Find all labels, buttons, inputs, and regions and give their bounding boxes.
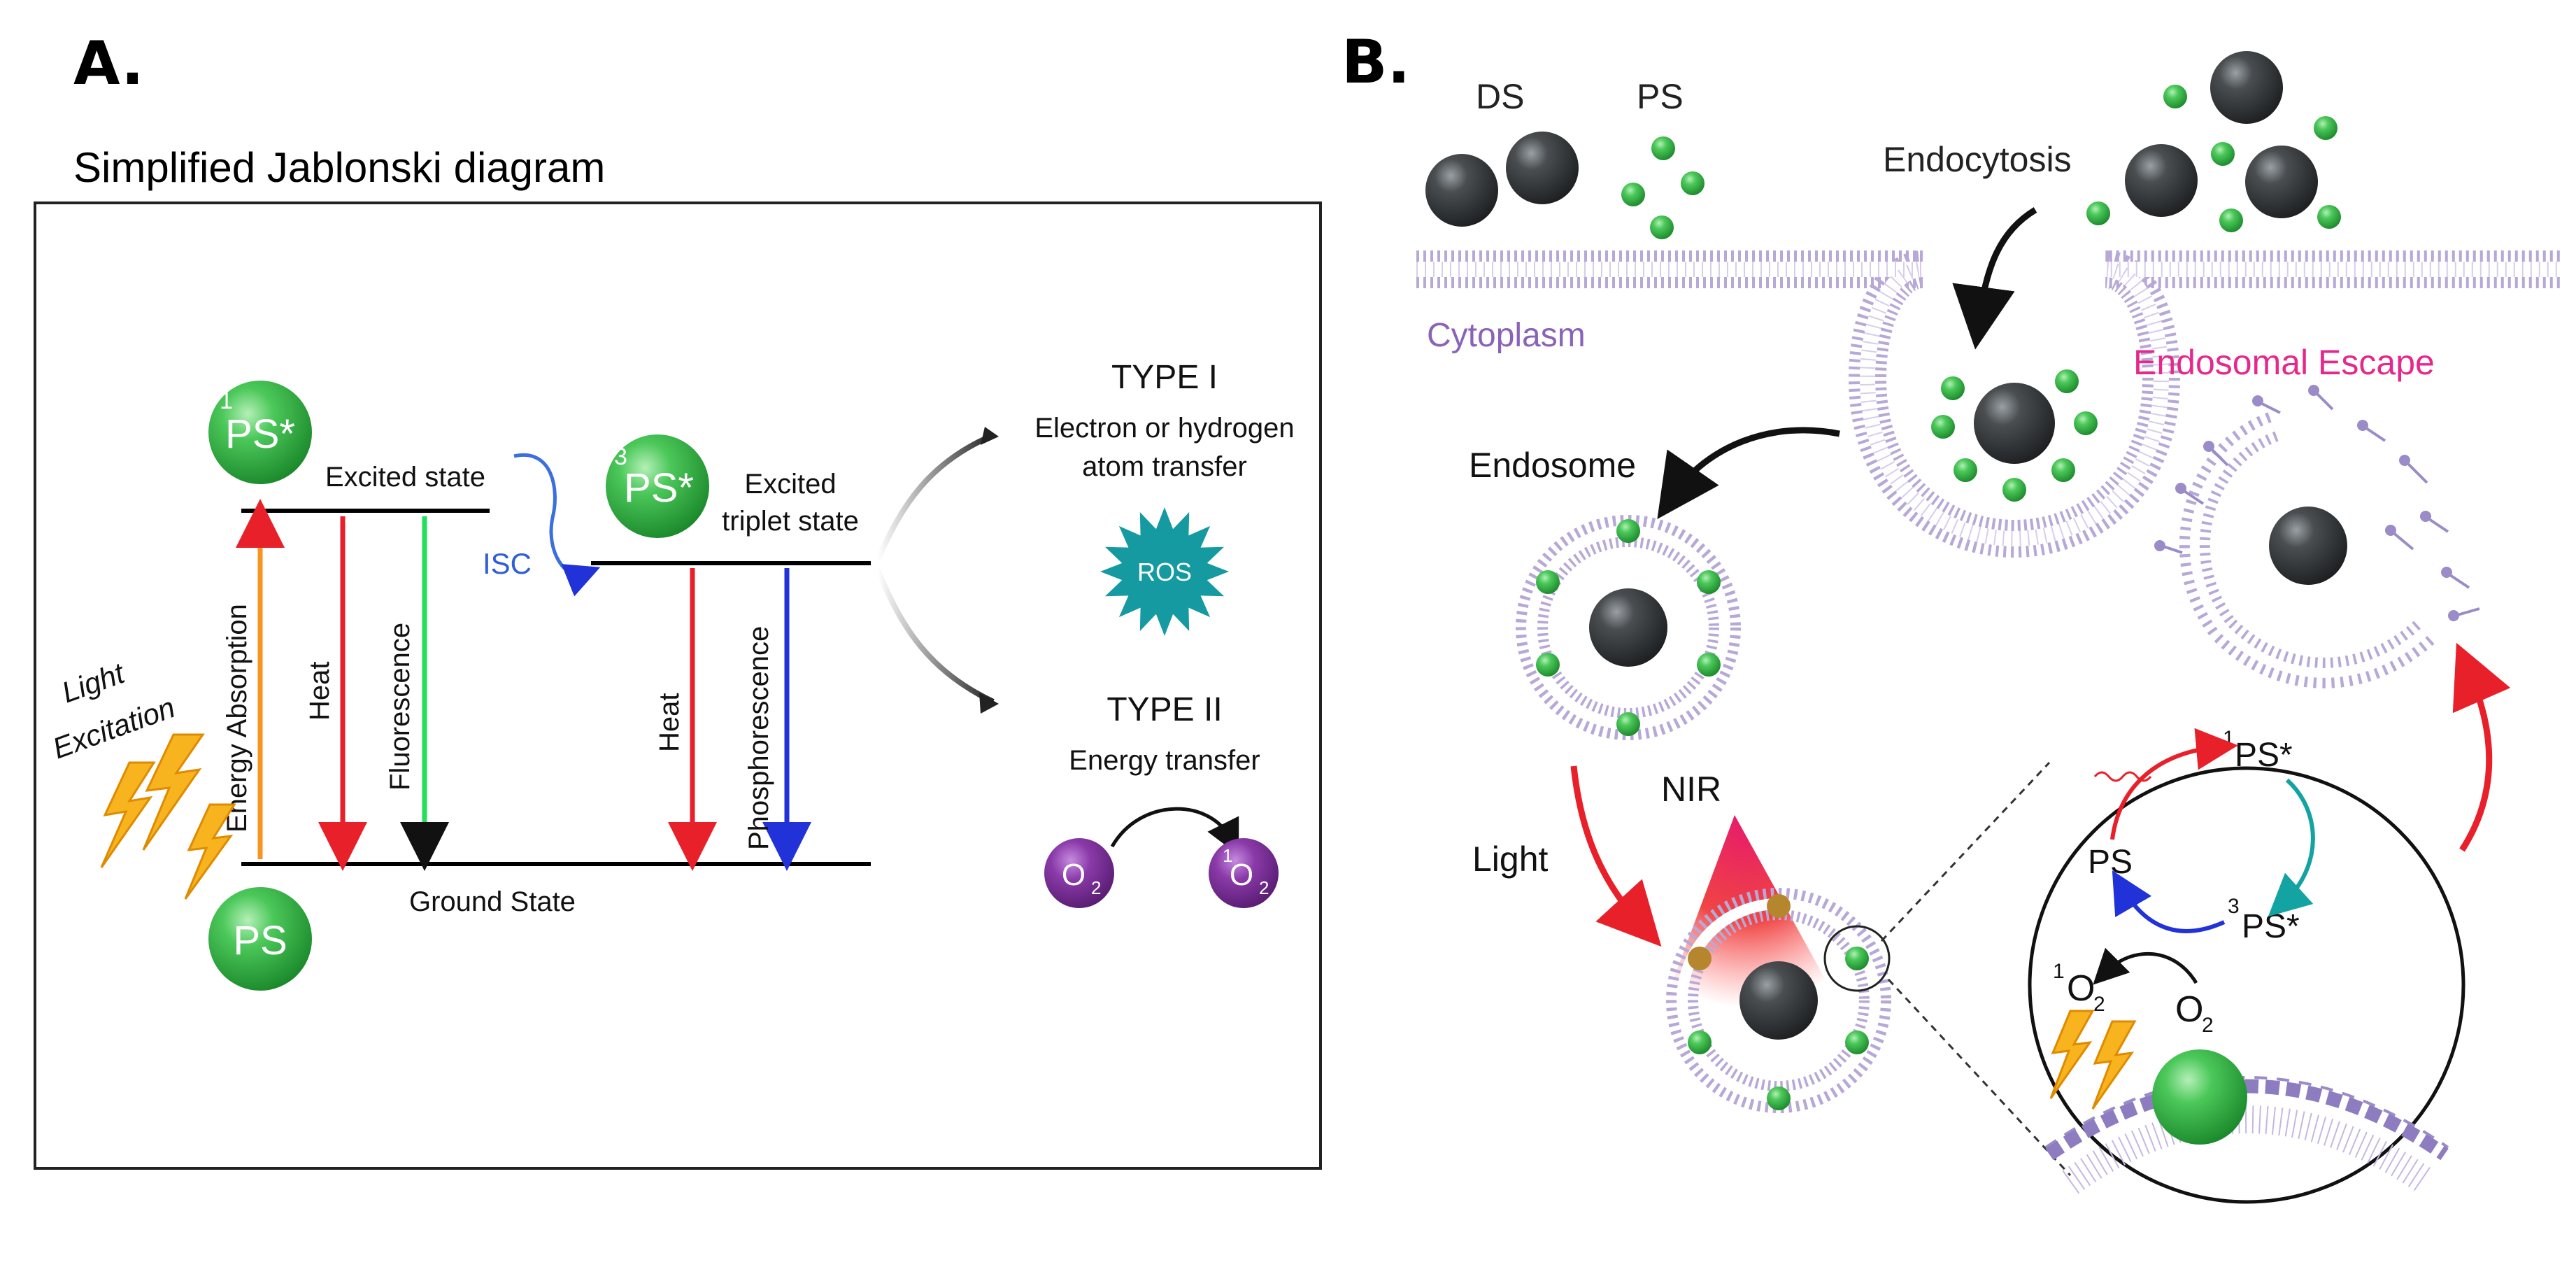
triplet-o2: O <box>2175 989 2203 1030</box>
type1-desc-line1: Electron or hydrogen <box>1034 413 1294 444</box>
lipid-fragments <box>2154 385 2480 621</box>
type2-title: TYPE II <box>1106 691 1222 728</box>
panel-b: B. DS PS Endocytosis <box>1342 27 2560 1204</box>
phosphorescence-label: Phosphorescence <box>743 626 774 850</box>
o2-cycle-arrow <box>2093 947 2198 985</box>
isc-cycle-arrow <box>2268 778 2315 917</box>
excited-triplet-line1: Excited <box>744 469 836 500</box>
ps-ground-sphere: PS <box>208 887 312 991</box>
endocytosis-label: Endocytosis <box>1883 140 2072 179</box>
ds-particles <box>1425 132 1579 227</box>
ros-label: ROS <box>1137 558 1192 586</box>
excited-triplet-line2: triplet state <box>722 506 859 537</box>
nir-label: NIR <box>1661 770 1721 809</box>
o2-triplet-sphere: O 2 <box>1044 838 1114 908</box>
panel-a-subtitle: Simplified Jablonski diagram <box>73 144 605 191</box>
o2-label-a2: O <box>1230 858 1253 892</box>
incoming-particles <box>2086 51 2341 232</box>
ground-state-label: Ground State <box>409 886 576 917</box>
ps-in-membrane <box>2152 1049 2247 1145</box>
cycle-ps-triplet: PS* <box>2242 908 2300 945</box>
internalizing-particle <box>1931 369 2098 502</box>
singlet-o2-sup: 1 <box>2053 960 2065 983</box>
cycle-sup3: 3 <box>2228 895 2240 918</box>
ps-label: PS <box>1637 77 1684 116</box>
cycle-ps: PS <box>2088 844 2133 881</box>
isc-label: ISC <box>483 547 532 580</box>
excitation-cycle-arrow <box>2110 728 2238 840</box>
cycle-sup1: 1 <box>2223 727 2235 750</box>
singlet-o2-sub: 2 <box>2093 993 2105 1016</box>
o2-sub-a2: 2 <box>1259 877 1269 898</box>
type1-title: TYPE I <box>1111 359 1218 396</box>
zoom-line-top <box>1880 761 2051 942</box>
type1-branch-arrowhead <box>981 427 999 445</box>
photon-wave-icon <box>2093 771 2152 782</box>
jablonski-frame <box>34 201 1322 1170</box>
endocytosis-arrow <box>1952 207 2037 350</box>
endosome <box>1516 515 1741 740</box>
o2-singlet-sphere: 1 O 2 <box>1209 838 1279 908</box>
ruptured-endosome <box>2154 385 2480 688</box>
o2-sub-a: 2 <box>1091 877 1101 898</box>
triplet-o2-sub: 2 <box>2202 1014 2214 1037</box>
cell-membrane <box>1416 250 2560 558</box>
ps-triplet-sup: 3 <box>614 444 627 470</box>
light-label-line1: Light <box>57 656 130 709</box>
zoom-circle: PS 1 PS* 3 PS* 1 O 2 O 2 <box>2028 727 2465 1204</box>
ps-triplet-sphere: 3 PS* <box>606 434 709 538</box>
escape-arrow <box>2452 642 2511 852</box>
endosomal-escape-label: Endosomal Escape <box>2133 343 2435 382</box>
type2-branch-arrow <box>875 569 995 705</box>
panel-b-label: B. <box>1342 27 1410 97</box>
endosome-label: Endosome <box>1469 446 1636 485</box>
type1-desc-line2: atom transfer <box>1082 451 1247 482</box>
ps-singlet-sphere: 1 PS* <box>208 381 312 484</box>
zoom-lightning-icon <box>2049 1010 2137 1110</box>
fluorescence-label: Fluorescence <box>385 623 415 791</box>
ps-triplet-label: PS* <box>624 465 694 511</box>
panel-a-label: A. <box>73 29 144 99</box>
cycle-ps-singlet: PS* <box>2235 737 2293 774</box>
ps-particles <box>1621 136 1705 239</box>
heat-label-triplet: Heat <box>654 693 685 753</box>
zoom-line-bottom <box>1887 978 2072 1177</box>
excited-state-label: Excited state <box>325 462 485 493</box>
singlet-o2: O <box>2067 968 2095 1009</box>
ps-singlet-sup: 1 <box>220 388 233 414</box>
ps-singlet-label: PS* <box>225 411 295 457</box>
bilayer-heads-top <box>2044 1076 2449 1149</box>
ros-burst-icon: ROS <box>1100 507 1229 636</box>
o2-label-a: O <box>1062 858 1086 892</box>
o2-conversion-arrow <box>1110 807 1239 856</box>
light-label-b: Light <box>1472 840 1549 879</box>
type1-branch-arrow <box>875 432 995 561</box>
ds-label: DS <box>1476 77 1524 116</box>
to-endosome-arrow <box>1657 427 1840 519</box>
type2-desc: Energy transfer <box>1069 745 1260 776</box>
light-arrow <box>1570 765 1662 947</box>
type2-branch-arrowhead <box>979 693 999 714</box>
return-cycle-arrow <box>2112 870 2226 933</box>
lightning-icon <box>100 733 236 900</box>
panel-a: A. Simplified Jablonski diagram 1 PS* 3 … <box>34 29 1322 1170</box>
energy-absorption-label: Energy Absorption <box>222 604 252 833</box>
o2-singlet-sup: 1 <box>1223 845 1232 866</box>
heat-label-singlet: Heat <box>304 662 335 721</box>
ps-ground-label: PS <box>233 918 287 963</box>
isc-arrow <box>513 453 601 597</box>
irradiated-endosome <box>1666 888 1891 1113</box>
cytoplasm-label: Cytoplasm <box>1427 317 1586 354</box>
